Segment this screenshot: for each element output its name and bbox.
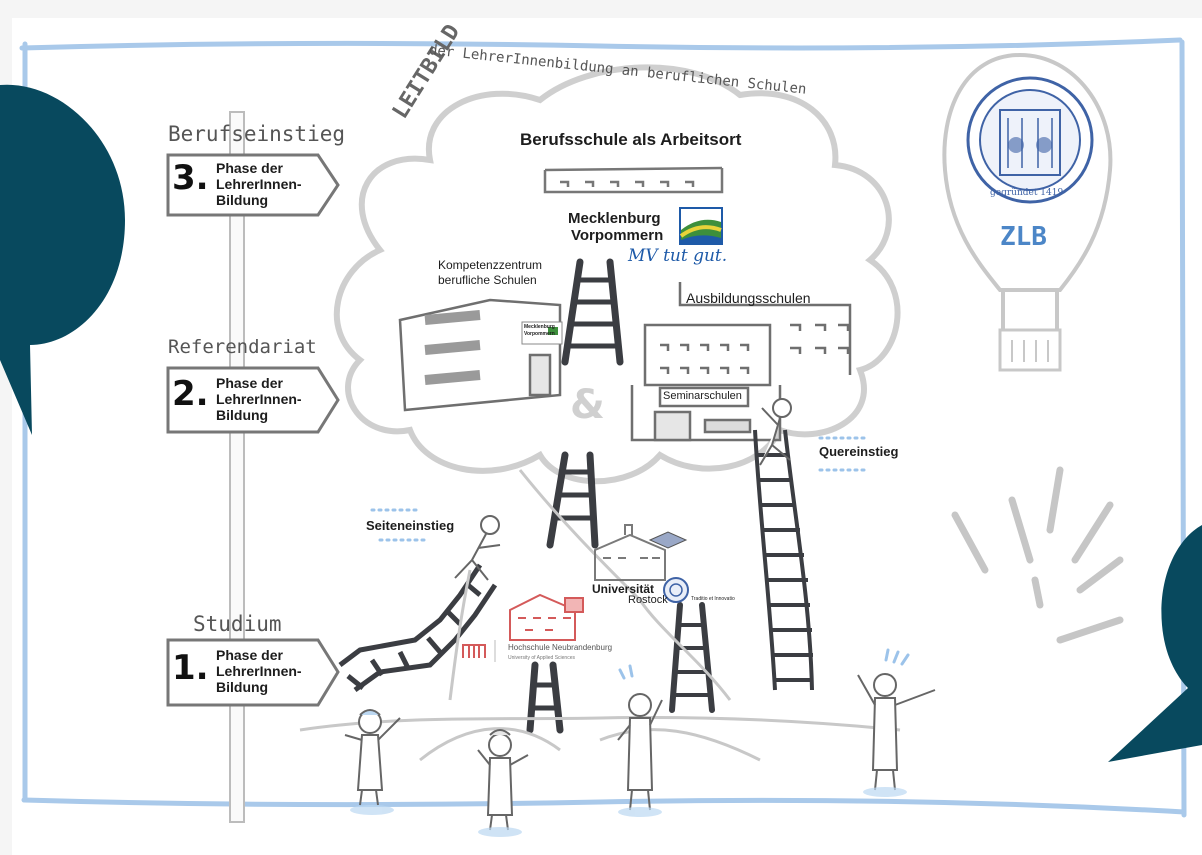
rostock-seal-icon — [663, 577, 689, 603]
mv-slogan: MV tut gut. — [628, 246, 728, 266]
phase1-line1: Phase der — [216, 647, 283, 663]
seal-founded-text: gegründet 1419 — [990, 188, 1064, 198]
phase2-line2: LehrerInnen- — [216, 391, 302, 407]
phase3-line3: Bildung — [216, 192, 269, 208]
signpost-pole — [229, 111, 245, 823]
quereinstieg-label: Quereinstieg — [819, 444, 899, 459]
workplace-title: Berufsschule als Arbeitsort — [520, 130, 742, 149]
sign-phase3 — [166, 153, 340, 217]
zlb-label: ZLB — [1000, 222, 1047, 252]
neubrandenburg-line1: Hochschule Neubrandenburg — [508, 643, 613, 652]
sunburst-lines — [951, 466, 1124, 644]
left-speech-bubble — [0, 84, 125, 435]
neubrandenburg-logo-icon — [462, 640, 496, 662]
kompetenzzentrum-building — [398, 298, 563, 412]
university-seal-icon — [966, 76, 1094, 204]
climber-seiteneinstieg — [454, 515, 501, 581]
seminarschulen-label: Seminarschulen — [663, 390, 742, 402]
mini-mv-logo-line2: Vorpommern — [524, 331, 555, 337]
seiteneinstieg-label: Seiteneinstieg — [366, 518, 455, 533]
phase2-number: 2. — [172, 374, 209, 414]
phase3-line2: LehrerInnen- — [216, 176, 302, 192]
person-2 — [477, 729, 529, 831]
climber-quereinstieg — [759, 398, 792, 466]
phase2-header: Referendariat — [168, 336, 317, 358]
sign-phase2 — [166, 366, 340, 434]
phase2-line1: Phase der — [216, 375, 283, 391]
shadows — [350, 787, 907, 837]
rostock-building — [594, 524, 666, 581]
phase3-number: 3. — [172, 158, 209, 198]
sign-phase1 — [166, 638, 340, 707]
person-3 — [617, 693, 663, 811]
ausbildungsschulen-building — [630, 282, 852, 442]
ladder-bottom-right — [669, 602, 715, 713]
mv-flag-icon — [679, 207, 723, 245]
excitement-lines — [618, 648, 910, 680]
phase3-line1: Phase der — [216, 160, 283, 176]
phase3-header: Berufseinstieg — [168, 122, 346, 146]
phase2-line3: Bildung — [216, 407, 269, 423]
person-4 — [857, 673, 936, 791]
mountain-strokes — [299, 469, 901, 762]
ausbildungsschulen-label: Ausbildungsschulen — [686, 290, 811, 306]
neubrandenburg-building — [509, 593, 584, 641]
neubrandenburg-line2: University of Applied Sciences — [508, 655, 575, 661]
ladder-middle — [546, 451, 599, 549]
phase1-header: Studium — [193, 612, 282, 636]
rostock-line2: Rostock — [628, 594, 668, 606]
right-speech-bubble — [1108, 525, 1202, 762]
graduation-cap-icon — [648, 531, 688, 549]
ladder-quereinstieg — [753, 429, 814, 691]
ladder-top — [561, 258, 624, 366]
cloud-outline — [333, 64, 901, 485]
kompetenz-line2: berufliche Schulen — [438, 273, 537, 287]
phase1-line3: Bildung — [216, 679, 269, 695]
rostock-motto: Traditio et Innovatio — [691, 596, 735, 602]
person-1 — [344, 709, 401, 806]
kompetenz-line1: Kompetenzzentrum — [438, 258, 543, 272]
mv-logo-line2: Vorpommern — [571, 227, 664, 244]
dotted-decorations — [370, 436, 867, 542]
rostock-line1: Universität — [592, 582, 655, 596]
phase1-number: 1. — [172, 648, 209, 688]
arbeitsort-building — [543, 166, 724, 194]
mv-logo-line1: Mecklenburg — [568, 210, 661, 227]
ampersand-sketch: & — [570, 382, 605, 428]
mini-mv-logo-line1: Mecklenburg — [524, 324, 555, 330]
phase1-line2: LehrerInnen- — [216, 663, 302, 679]
ladder-seiteneinstieg — [338, 563, 498, 693]
sketch-frame — [19, 37, 1187, 818]
